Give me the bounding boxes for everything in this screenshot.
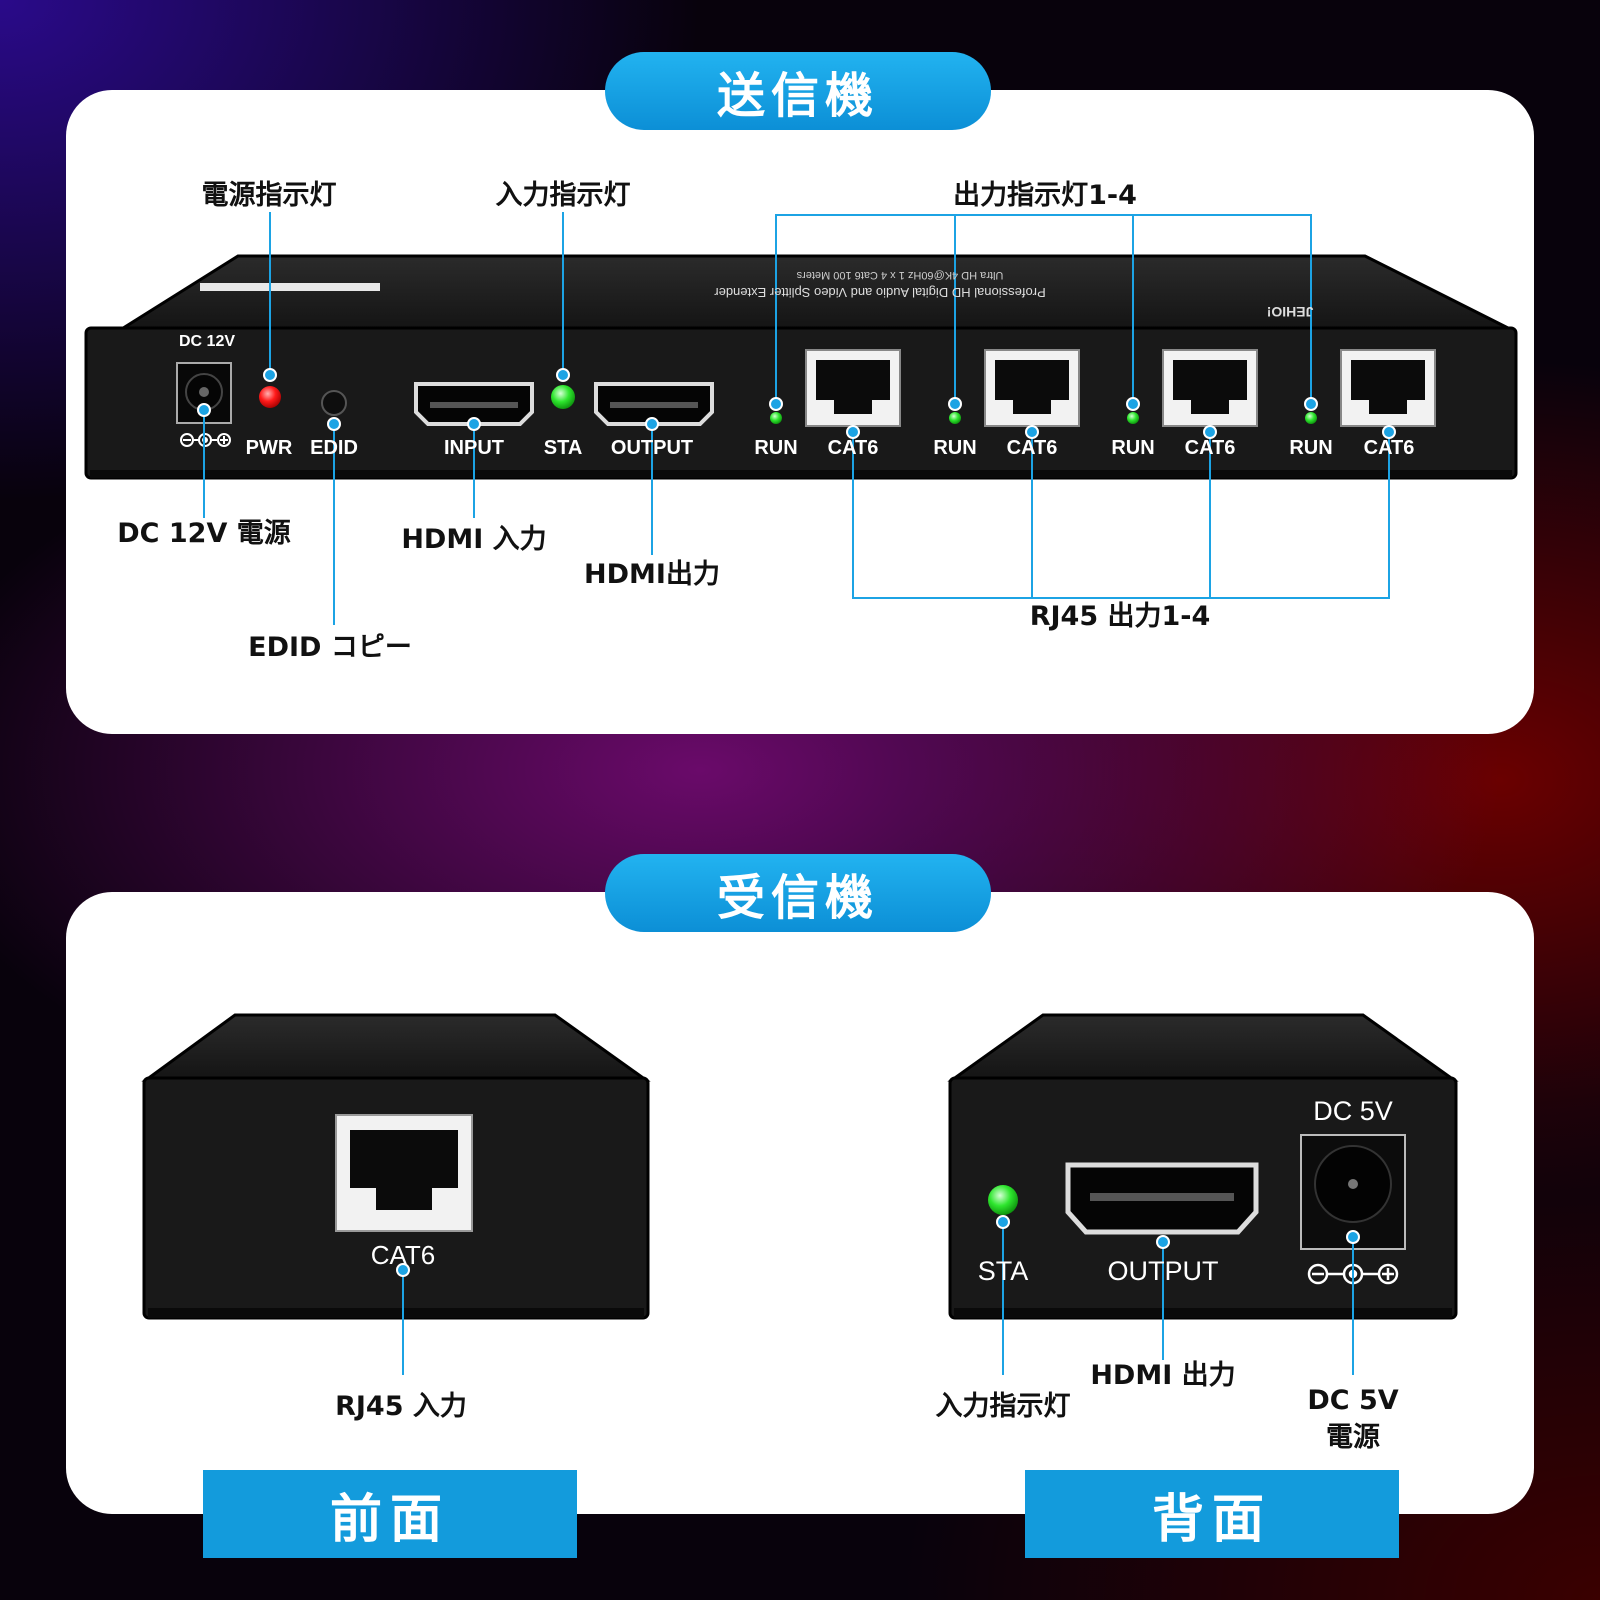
sta-device-label: STA bbox=[543, 437, 583, 459]
cat6-device-label-2: CAT6 bbox=[1006, 437, 1058, 459]
transmitter-title: 送信機 bbox=[605, 52, 991, 130]
dc5v-callout-line1: DC 5V bbox=[1307, 1385, 1399, 1416]
output-receiver-label: OUTPUT bbox=[1107, 1256, 1219, 1286]
hdmi-input-port bbox=[414, 382, 534, 426]
transmitter-callout-lines bbox=[203, 212, 1390, 625]
pwr-device-label: PWR bbox=[245, 437, 293, 459]
receiver-title: 受信機 bbox=[605, 854, 991, 932]
hdmi-input-callout: HDMI 入力 bbox=[401, 524, 547, 555]
input-indicator-callout: 入力指示灯 bbox=[495, 180, 631, 211]
power-indicator-callout: 電源指示灯 bbox=[201, 180, 337, 211]
hdmi-output-port bbox=[594, 382, 714, 426]
receiver-hdmi-output-port bbox=[1065, 1162, 1259, 1235]
dc5v-device-label: DC 5V bbox=[1313, 1096, 1393, 1126]
run-device-label-3: RUN bbox=[1111, 437, 1155, 459]
run-device-label-1: RUN bbox=[754, 437, 798, 459]
receiver-input-indicator-callout: 入力指示灯 bbox=[935, 1391, 1071, 1422]
brand-print: JEHIO! bbox=[1266, 304, 1314, 320]
dc12v-device-label: DC 12V bbox=[178, 333, 236, 350]
cat6-device-label-3: CAT6 bbox=[1184, 437, 1236, 459]
back-tab: 背面 bbox=[1025, 1470, 1399, 1558]
sta-receiver-label: STA bbox=[977, 1256, 1029, 1286]
transmitter-callout-dots bbox=[197, 368, 1396, 439]
edid-copy-callout: EDID コピー bbox=[248, 632, 412, 663]
rj45-port-1 bbox=[805, 349, 901, 427]
rj45-outputs-callout: RJ45 出力1-4 bbox=[1029, 601, 1211, 632]
output-indicators-callout: 出力指示灯1-4 bbox=[953, 180, 1137, 211]
output-device-label: OUTPUT bbox=[610, 437, 694, 459]
rj45-input-callout: RJ45 入力 bbox=[335, 1391, 467, 1422]
run-device-label-4: RUN bbox=[1289, 437, 1333, 459]
transmitter-device bbox=[84, 254, 1518, 480]
rj45-port-4 bbox=[1340, 349, 1436, 427]
receiver-hdmi-output-callout: HDMI 出力 bbox=[1090, 1360, 1236, 1391]
model-print-line1: Professional HD Digital Audio and Video … bbox=[714, 285, 1046, 300]
run-device-label-2: RUN bbox=[933, 437, 977, 459]
rj45-port-3 bbox=[1162, 349, 1258, 427]
dc5v-callout-line2: 電源 bbox=[1326, 1422, 1380, 1453]
hdmi-output-callout: HDMI出力 bbox=[584, 559, 720, 590]
cat6-device-label-1: CAT6 bbox=[827, 437, 879, 459]
receiver-back-device bbox=[947, 1013, 1459, 1320]
input-device-label: INPUT bbox=[444, 437, 504, 459]
dc-power-callout: DC 12V 電源 bbox=[117, 518, 291, 549]
cat6-device-label-4: CAT6 bbox=[1363, 437, 1415, 459]
rj45-port-2 bbox=[984, 349, 1080, 427]
front-tab: 前面 bbox=[203, 1470, 577, 1558]
model-print-line2: Ultra HD 4K@60Hz 1 x 4 Cat6 100 Meters bbox=[796, 269, 1004, 281]
cat6-receiver-label: CAT6 bbox=[370, 1240, 436, 1270]
edid-device-label: EDID bbox=[310, 437, 358, 459]
rj45-input-port bbox=[335, 1114, 473, 1232]
receiver-front-device bbox=[141, 1013, 651, 1320]
